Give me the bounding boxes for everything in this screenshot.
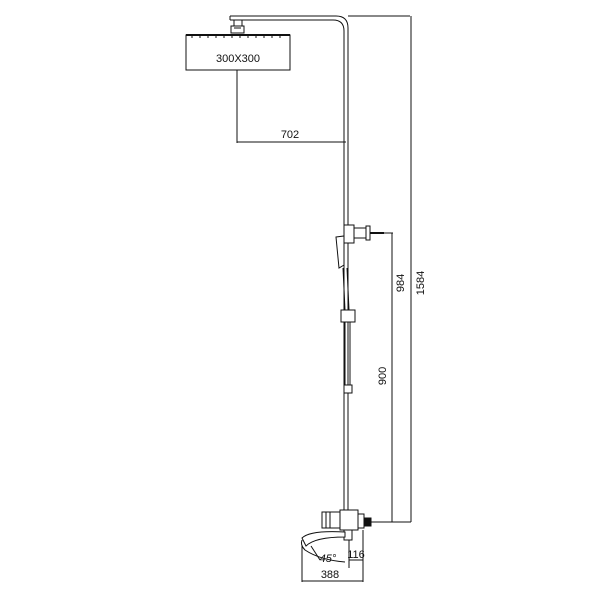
label-slide-height: 900 xyxy=(377,367,389,385)
handshower-holder xyxy=(335,224,384,269)
label-arm-reach: 702 xyxy=(281,129,299,141)
label-total-height: 1584 xyxy=(415,271,427,295)
label-spout-offset: 116 xyxy=(347,549,365,561)
label-head-size: 300X300 xyxy=(216,53,260,65)
spout xyxy=(300,531,346,563)
hose xyxy=(340,267,356,394)
label-holder-height: 984 xyxy=(395,274,407,292)
shower-arm xyxy=(229,15,349,520)
head-connector xyxy=(230,19,245,34)
dimension-388 xyxy=(301,545,363,582)
label-base-width: 388 xyxy=(321,569,339,581)
dimension-116 xyxy=(348,530,364,582)
shower-head xyxy=(185,34,291,71)
label-spout-angle: 45° xyxy=(320,553,337,565)
dimension-702 xyxy=(236,70,346,143)
dimension-1584 xyxy=(348,15,412,523)
mixer-valve xyxy=(321,509,372,541)
dimension-984-900 xyxy=(384,232,393,522)
